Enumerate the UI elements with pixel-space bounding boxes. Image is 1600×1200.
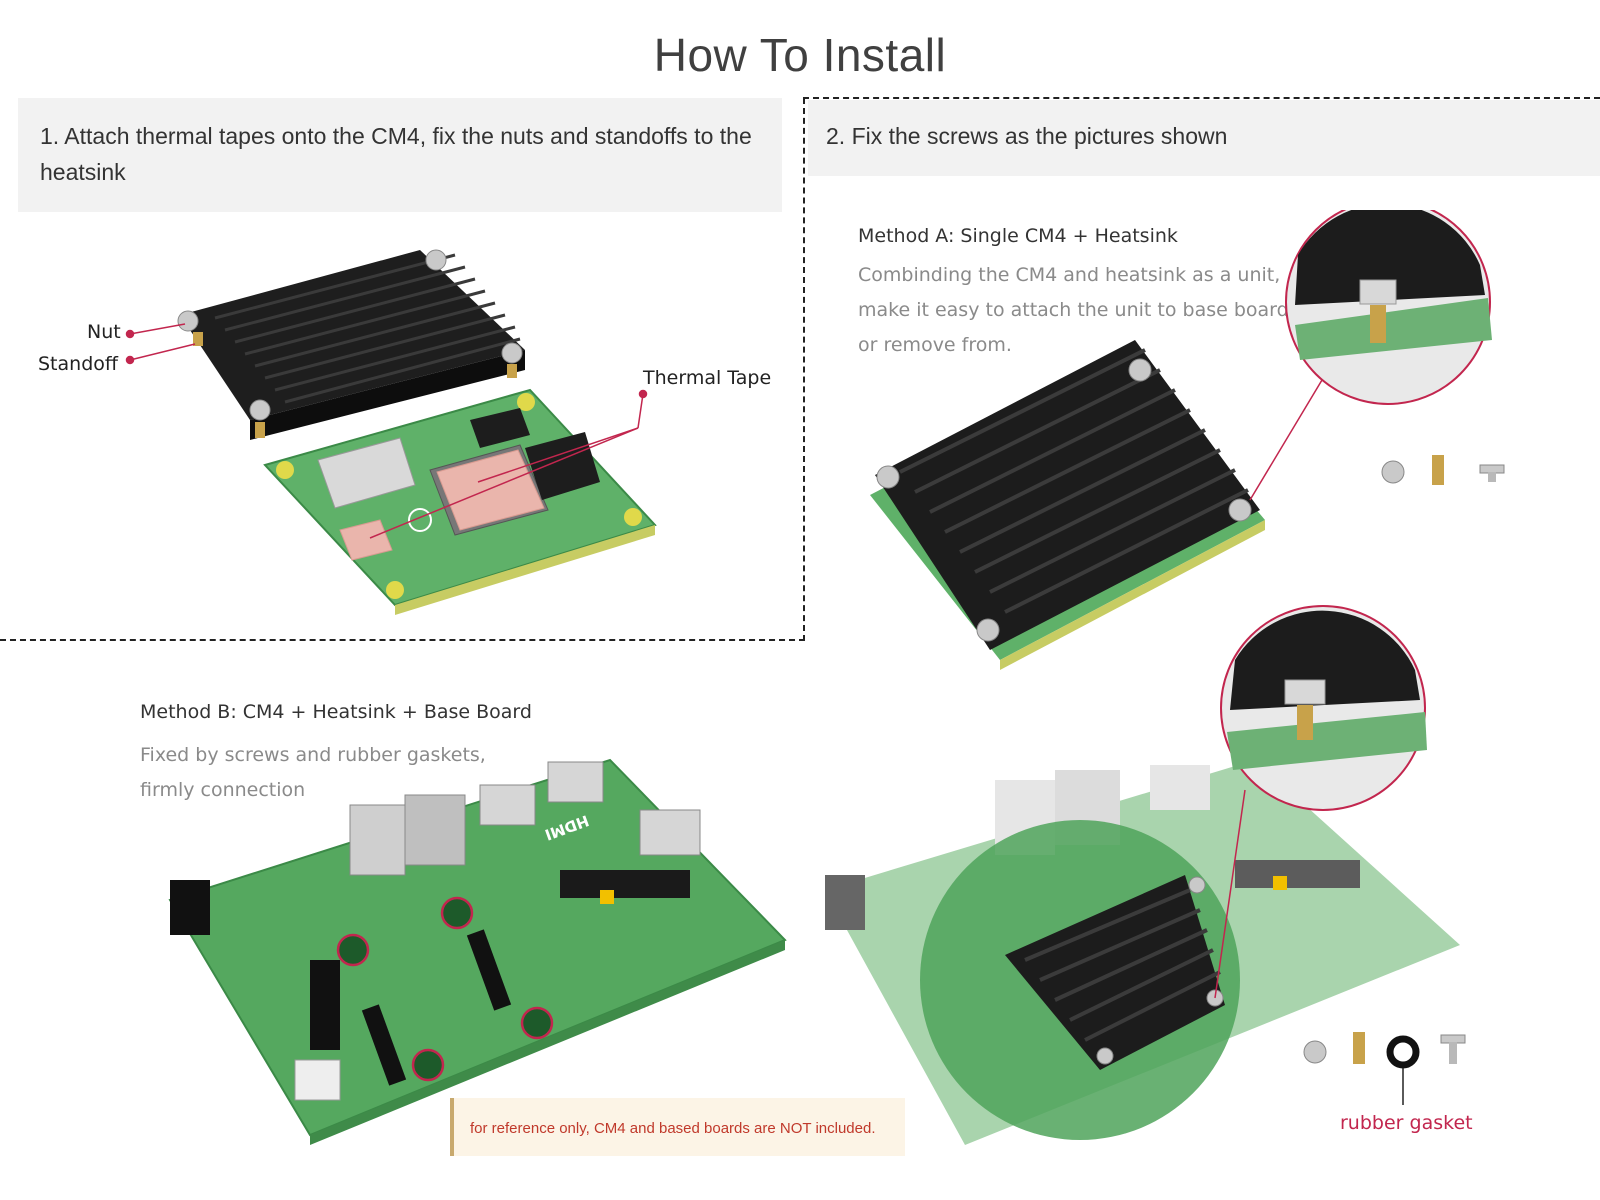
method-a-line-2: make it easy to attach the unit to base … [858, 299, 1295, 321]
dashed-divider-top [803, 97, 1600, 99]
reference-note-text: for reference only, CM4 and based boards… [470, 1120, 876, 1137]
standoff-icon [1432, 455, 1444, 485]
pcie-slot [310, 960, 340, 1050]
usb-port [349, 804, 406, 876]
step-2-instruction: 2. Fix the screws as the pictures shown [808, 100, 1600, 176]
thermal-tape-main [436, 449, 545, 531]
method-b-line-2: firmly connection [140, 779, 306, 801]
method-a-line-3: or remove from. [858, 334, 1012, 356]
cm4-connector [361, 1004, 407, 1086]
method-b-base-board-illustration: HDMI [168, 758, 787, 1145]
ethernet-port [404, 794, 466, 866]
step-2-text: 2. Fix the screws as the pictures shown [826, 123, 1228, 149]
method-b-assembled-illustration [825, 605, 1466, 1145]
rubber-gasket-icon [1386, 1035, 1420, 1069]
standoff-label: Standoff [38, 353, 118, 375]
ram-chip [525, 432, 600, 500]
method-a-description: Combinding the CM4 and heatsink as a uni… [858, 258, 1295, 363]
heatsink-exploded-illustration [125, 249, 657, 615]
reference-note: for reference only, CM4 and based boards… [450, 1098, 905, 1156]
heatsink-assembled [875, 340, 1260, 650]
method-a-line-1: Combinding the CM4 and heatsink as a uni… [858, 264, 1281, 286]
step-1-instruction: 1. Attach thermal tapes onto the CM4, fi… [18, 98, 782, 212]
thermal-tape-label: Thermal Tape [643, 367, 772, 389]
emmc-chip [470, 408, 530, 448]
method-a-illustration [870, 210, 1505, 670]
dashed-divider-horizontal [0, 639, 805, 641]
hdmi-port-0 [479, 784, 536, 826]
nut-label: Nut [87, 321, 121, 343]
screw-icon [1440, 1034, 1466, 1044]
method-b-title: Method B: CM4 + Heatsink + Base Board [140, 701, 532, 723]
thermal-tape-small [339, 519, 393, 561]
hardware-parts [1381, 455, 1505, 485]
jst-connector [294, 1059, 341, 1101]
battery-holder [639, 809, 701, 856]
screw-icon [1479, 464, 1505, 474]
dashed-divider-vertical [803, 98, 805, 641]
method-b-line-1: Fixed by screws and rubber gaskets, [140, 744, 486, 766]
standoff-icon [1353, 1032, 1365, 1064]
mounting-hole-markers [336, 896, 554, 1082]
nut-icon [876, 358, 1252, 642]
standoff-icon [193, 332, 517, 438]
wifi-module [317, 437, 416, 509]
method-a-title: Method A: Single CM4 + Heatsink [858, 225, 1178, 247]
method-b-description: Fixed by screws and rubber gaskets, firm… [140, 738, 486, 808]
step-1-text: 1. Attach thermal tapes onto the CM4, fi… [40, 123, 752, 185]
nut-icon [1303, 1040, 1327, 1064]
hdmi-port-1 [547, 761, 604, 803]
nut-icon [177, 249, 523, 421]
nut-icon [1096, 876, 1224, 1065]
hardware-parts [1303, 1032, 1466, 1069]
rubber-gasket-label: rubber gasket [1340, 1112, 1473, 1134]
page-title: How To Install [653, 29, 947, 81]
nut-icon [1381, 460, 1405, 484]
gpio-header [560, 870, 690, 898]
power-jack [170, 880, 210, 935]
